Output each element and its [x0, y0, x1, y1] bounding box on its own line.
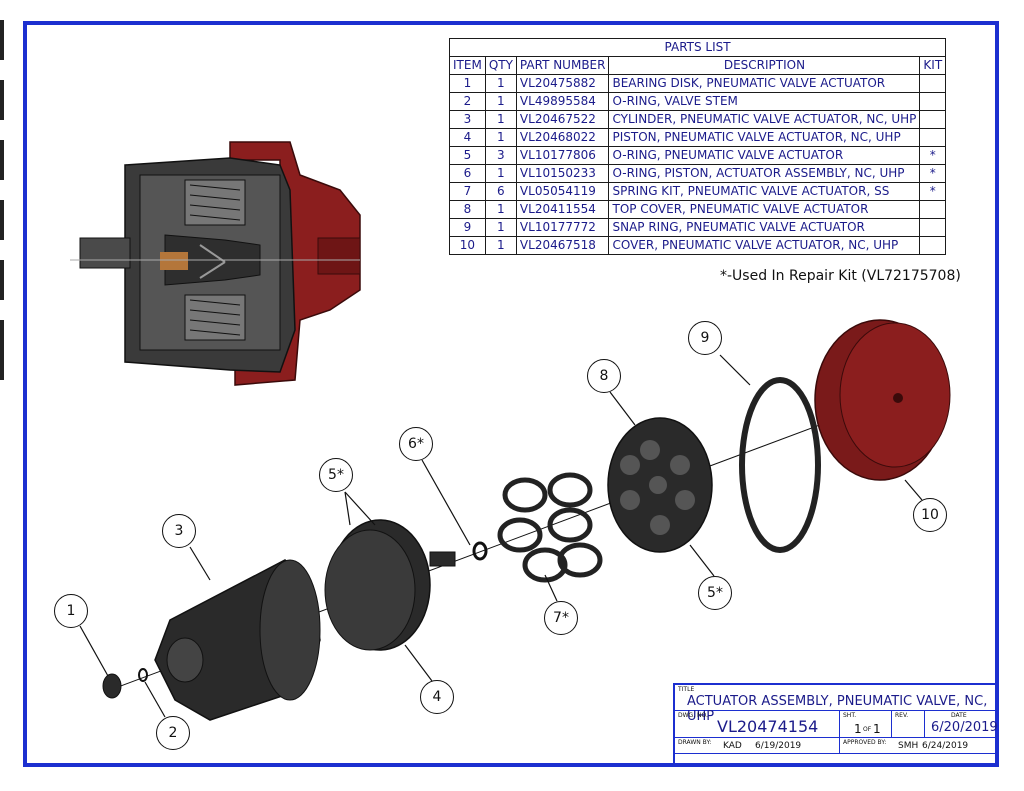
- sht-label: SHT.: [843, 712, 857, 719]
- kit-note: *-Used In Repair Kit (VL72175708): [720, 268, 961, 284]
- part-bearing-disk: [102, 673, 122, 699]
- leader-lines: [79, 354, 923, 718]
- sht-num: 1: [854, 722, 862, 736]
- sht-of: OF: [863, 726, 872, 733]
- callout-5-top-cover: 5*: [698, 576, 732, 610]
- cross-section-view: [70, 141, 361, 386]
- date-value: 6/20/2019: [931, 720, 998, 735]
- title-label: TITLE: [678, 686, 695, 693]
- dwg-no: VL20474154: [717, 717, 819, 736]
- col-qty: QTY: [484, 56, 517, 75]
- callout-8: 8: [587, 359, 621, 393]
- callout-3: 3: [162, 514, 196, 548]
- drawn-date: 6/19/2019: [755, 741, 802, 751]
- callout-2: 2: [156, 716, 190, 750]
- col-description: DESCRIPTION: [608, 56, 921, 75]
- parts-list-table: PARTS LIST ITEM QTY PART NUMBER DESCRIPT…: [448, 38, 947, 255]
- rev-label: REV.: [895, 712, 909, 719]
- approved-by: SMH: [898, 741, 919, 751]
- part-piston: [324, 519, 456, 651]
- col-kit: KIT: [919, 56, 947, 75]
- part-top-cover: [607, 417, 713, 553]
- part-cover: [814, 319, 951, 481]
- col-item: ITEM: [449, 56, 486, 75]
- col-part-number: PART NUMBER: [515, 56, 610, 75]
- callout-5-piston: 5*: [319, 458, 353, 492]
- part-o-ring-piston: [472, 541, 488, 561]
- approved-date: 6/24/2019: [922, 741, 969, 751]
- drawn-by-label: DRAWN BY:: [678, 739, 712, 746]
- approved-by-label: APPROVED BY:: [843, 739, 887, 746]
- callout-4: 4: [420, 680, 454, 714]
- callout-1: 1: [54, 594, 88, 628]
- part-cylinder: [154, 559, 321, 721]
- callout-10: 10: [913, 498, 947, 532]
- callout-9: 9: [688, 321, 722, 355]
- drawing-border: [23, 21, 999, 767]
- margin-ticks: [0, 0, 4, 400]
- parts-list-title: PARTS LIST: [448, 38, 947, 57]
- callout-7: 7*: [544, 601, 578, 635]
- part-snap-ring: [739, 377, 821, 553]
- date-label: DATE: [951, 712, 967, 719]
- title-block: TITLE ACTUATOR ASSEMBLY, PNEUMATIC VALVE…: [673, 683, 999, 767]
- part-o-ring-stem: [138, 668, 148, 682]
- dwg-no-label: DWG. NO.: [678, 712, 708, 719]
- sht-total: 1: [873, 722, 881, 736]
- drawing-title: ACTUATOR ASSEMBLY, PNEUMATIC VALVE, NC, …: [687, 694, 988, 724]
- part-springs: [497, 472, 603, 583]
- drawn-by: KAD: [723, 741, 742, 751]
- callout-6: 6*: [399, 427, 433, 461]
